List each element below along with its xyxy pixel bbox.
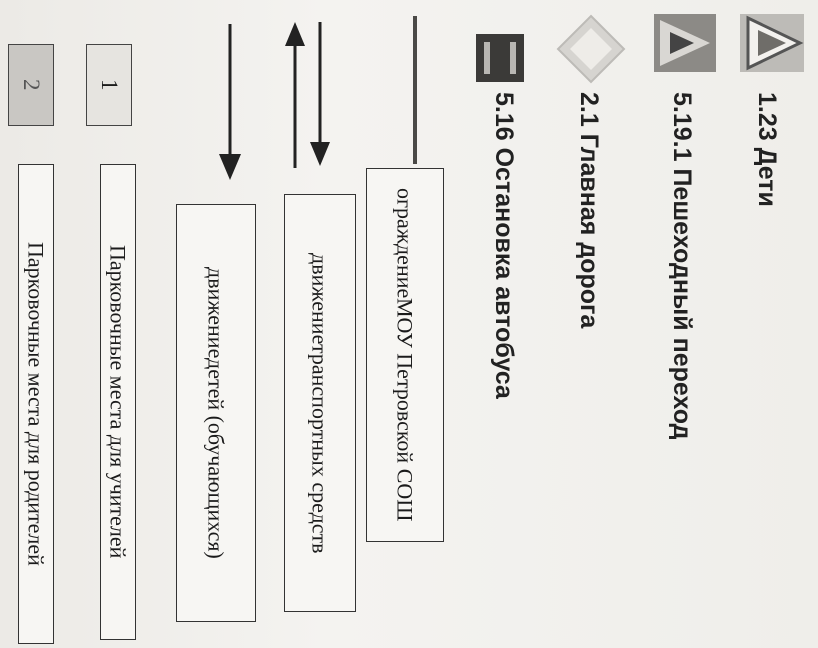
children-traffic-arrow [212,20,248,182]
bus-stop-sign-icon [476,34,524,82]
children-traffic-label-box: движение детей (обучающихся) [176,204,256,622]
pedestrian-crossing-sign-icon [654,14,716,72]
main-road-sign-icon [556,14,626,84]
fence-label-line1: ограждение [392,188,418,299]
sign-label-main-road: 2.1 Главная дорога [575,92,603,329]
vehicle-traffic-label-box: движение транспортных средств [284,194,356,612]
fence-label-box: ограждение МОУ Петровской СОШ [366,168,444,542]
sign-label-bus-stop: 5.16 Остановка автобуса [490,92,518,399]
parking-label-teachers: Парковочные места для учителей [100,164,136,640]
vehicle-traffic-arrows [280,20,340,170]
fence-line [413,16,417,164]
vehicle-traffic-label-line1: движение [307,252,333,344]
sign-label-pedestrian-crossing: 5.19.1 Пешеходный переход [668,92,696,440]
sign-label-children: 1.23 Дети [753,92,781,207]
children-traffic-label-line2: детей (обучающихся) [203,358,229,560]
vehicle-traffic-label-line2: транспортных средств [307,343,333,554]
parking-number-2: 2 [8,44,54,126]
parking-label-parents: Парковочные места для родителей [18,164,54,644]
fence-label-line2: МОУ Петровской СОШ [392,298,418,522]
children-warning-sign-icon [740,14,804,72]
parking-number-1: 1 [86,44,132,126]
children-traffic-label-line1: движение [203,266,229,359]
